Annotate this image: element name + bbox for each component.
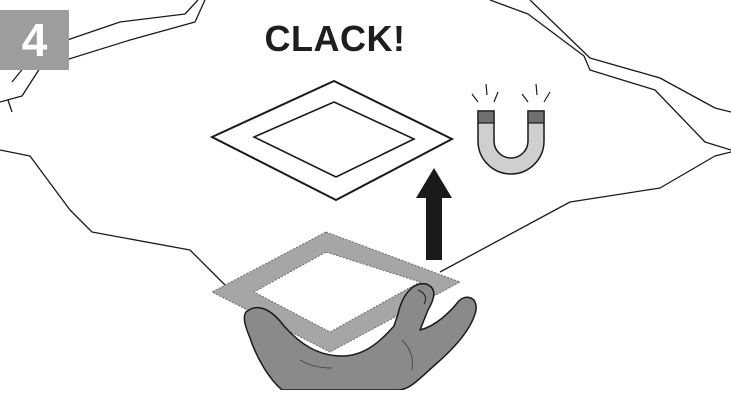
caption-text: CLACK! bbox=[264, 18, 406, 59]
mounted-tile bbox=[209, 79, 455, 202]
ceiling-outline bbox=[0, 0, 731, 301]
magnet-icon bbox=[471, 83, 551, 175]
up-arrow-icon bbox=[416, 168, 452, 260]
step-number-badge: 4 bbox=[0, 10, 69, 70]
spark-lines bbox=[471, 83, 551, 103]
